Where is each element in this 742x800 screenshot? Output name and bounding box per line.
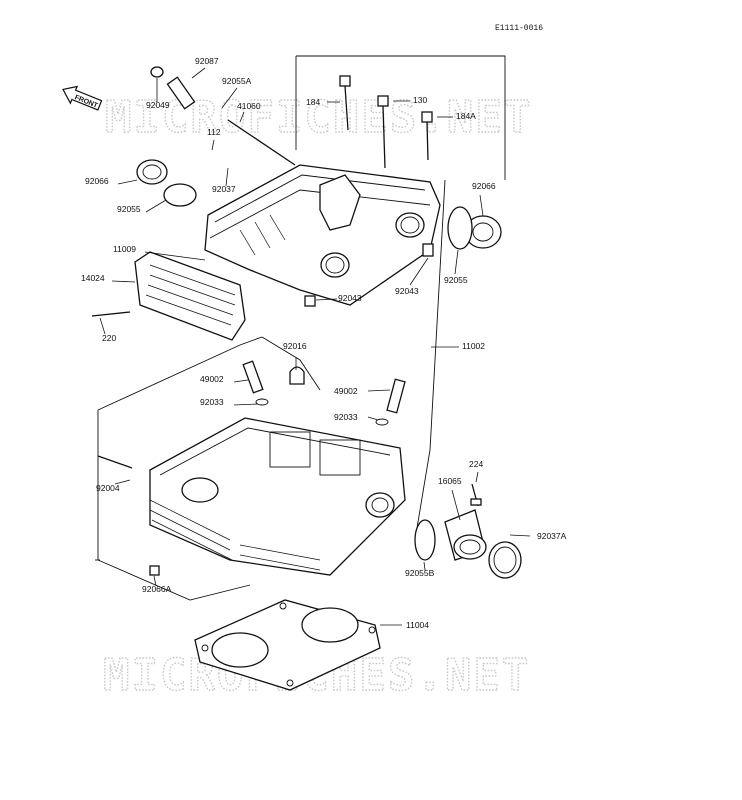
bolt-224	[470, 483, 482, 507]
plug-49002-left	[242, 360, 269, 406]
o-ring-92055-right	[447, 206, 473, 250]
part-label-92037: 92037	[212, 184, 236, 194]
o-ring-92055-left	[163, 183, 197, 207]
plug-92066a	[149, 565, 160, 576]
diagram-code: E1111-0016	[495, 24, 543, 33]
part-label-92066: 92066	[85, 176, 109, 186]
dowel-92043-right	[422, 243, 434, 257]
part-label-92066a: 92066A	[142, 584, 172, 594]
part-label-92016: 92016	[283, 341, 307, 351]
plug-49002-right	[375, 378, 406, 426]
o-ring-92055b	[414, 519, 436, 561]
part-label-92055: 92055	[444, 275, 468, 285]
part-label-49002: 49002	[200, 374, 224, 384]
part-label-92043: 92043	[338, 293, 362, 303]
side-cover	[134, 251, 246, 341]
part-label-11004: 11004	[406, 620, 429, 630]
watermark-top: MICROFICHES.NET	[105, 92, 532, 143]
part-label-220: 220	[102, 333, 116, 343]
assembly-boundary-lines	[95, 55, 506, 601]
part-label-49002: 49002	[334, 386, 358, 396]
part-label-16065: 16065	[438, 476, 462, 486]
part-label-92037a: 92037A	[537, 531, 567, 541]
part-label-130: 130	[413, 95, 427, 105]
part-label-112: 112	[207, 127, 221, 137]
cylinder-head-cover	[204, 164, 441, 306]
part-label-92033: 92033	[200, 397, 224, 407]
part-label-92033: 92033	[334, 412, 358, 422]
part-label-92055b: 92055B	[405, 568, 435, 578]
part-label-11009: 11009	[113, 244, 136, 254]
part-label-92055: 92055	[117, 204, 141, 214]
head-gasket	[194, 599, 381, 691]
part-label-92049: 92049	[146, 100, 170, 110]
leader-lines	[99, 67, 531, 626]
part-label-184: 184	[306, 97, 320, 107]
cap-92066-left	[136, 159, 168, 185]
bolt-130	[377, 95, 389, 169]
clamp-92037a	[488, 541, 522, 579]
stud-92004	[97, 455, 133, 469]
part-label-11002: 11002	[462, 341, 485, 351]
dowel-92043-center	[304, 295, 316, 307]
part-label-92066: 92066	[472, 181, 496, 191]
part-label-92087: 92087	[195, 56, 219, 66]
part-label-184a: 184A	[456, 111, 476, 121]
bolt-220	[91, 311, 131, 317]
part-label-92043: 92043	[395, 286, 419, 296]
bolt-184	[339, 75, 351, 131]
part-label-41060: 41060	[237, 101, 261, 111]
cylinder-head	[149, 417, 406, 576]
shaft-41060	[150, 66, 296, 166]
bolt-184a	[421, 111, 433, 161]
cap-nut-92016	[289, 366, 305, 385]
part-label-92004: 92004	[96, 483, 120, 493]
part-label-14024: 14024	[81, 273, 105, 283]
front-arrow-icon: FRONT	[62, 85, 103, 111]
part-label-224: 224	[469, 459, 483, 469]
intake-pipe-16065	[444, 509, 487, 561]
part-label-92055a: 92055A	[222, 76, 252, 86]
